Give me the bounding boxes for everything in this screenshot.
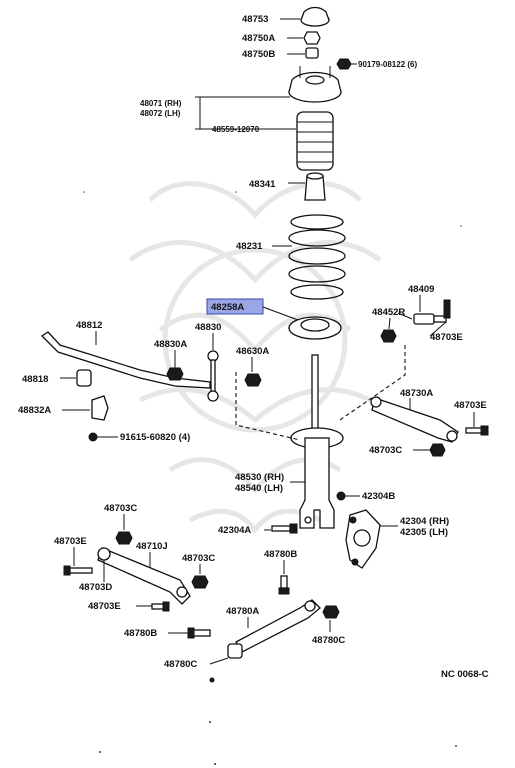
- part-48780c-bottom-nut[interactable]: [209, 677, 215, 683]
- label-42304a: 42304A: [218, 525, 251, 536]
- part-48730a-arm[interactable]: [370, 396, 459, 443]
- label-48703e-left: 48703E: [54, 536, 87, 547]
- label-42305: 42305 (LH): [400, 527, 448, 538]
- part-48703c-right-nut[interactable]: [429, 443, 446, 457]
- part-48780a-arm[interactable]: [227, 599, 321, 659]
- part-48703e-left-bolt[interactable]: [63, 565, 93, 576]
- label-48530: 48530 (RH): [235, 472, 284, 483]
- part-48750b-washer[interactable]: [305, 47, 319, 59]
- label-48818: 48818: [22, 374, 48, 385]
- part-42304a-bolt[interactable]: [271, 523, 298, 534]
- label-48540: 48540 (LH): [235, 483, 283, 494]
- part-48750a-nut[interactable]: [303, 31, 321, 45]
- speck: [214, 763, 216, 765]
- part-48559-bellows[interactable]: [296, 111, 334, 171]
- label-48730a: 48730A: [400, 388, 433, 399]
- label-48231: 48231: [236, 241, 263, 252]
- speck: [460, 225, 462, 227]
- part-48780c-right-nut[interactable]: [322, 605, 340, 619]
- label-48830: 48830: [195, 322, 221, 333]
- label-48750a: 48750A: [242, 33, 275, 44]
- speck: [455, 745, 457, 747]
- label-48812: 48812: [76, 320, 102, 331]
- dash-link-upper-arm: [339, 345, 406, 421]
- highlight-48258a: [206, 298, 264, 315]
- part-48780b-bottom-bolt[interactable]: [187, 627, 211, 639]
- label-48703e-upper-right: 48703E: [430, 332, 463, 343]
- label-48703c-mid: 48703C: [182, 553, 215, 564]
- part-48780b-top-bolt[interactable]: [278, 575, 290, 595]
- label-48703d: 48703D: [79, 582, 112, 593]
- label-48832a: 48832A: [18, 405, 51, 416]
- part-42304-knuckle[interactable]: [345, 509, 381, 569]
- label-48409: 48409: [408, 284, 434, 295]
- part-90179-nut[interactable]: [336, 58, 352, 70]
- speck: [83, 191, 85, 193]
- dash-link-stabilizer: [235, 372, 301, 441]
- label-48341: 48341: [249, 179, 276, 190]
- label-90179: 90179-08122 (6): [358, 60, 417, 69]
- label-42304b: 42304B: [362, 491, 395, 502]
- part-48258a-insulator[interactable]: [288, 316, 342, 340]
- label-91615: 91615-60820 (4): [120, 432, 190, 443]
- speck: [209, 721, 211, 723]
- label-48780c-right: 48780C: [312, 635, 345, 646]
- label-42304: 42304 (RH): [400, 516, 449, 527]
- part-48703e-right-bolt[interactable]: [465, 425, 489, 436]
- part-48630a-nut[interactable]: [244, 373, 262, 387]
- label-48703c-right: 48703C: [369, 445, 402, 456]
- label-48258a[interactable]: 48258A: [211, 302, 244, 313]
- label-48780b-bottom: 48780B: [124, 628, 157, 639]
- label-48452r: 48452R: [372, 307, 405, 318]
- part-48703e-bottom-bolt[interactable]: [151, 601, 170, 612]
- speck: [99, 751, 101, 753]
- part-91615-bolt[interactable]: [88, 432, 98, 442]
- part-48231-coil-spring[interactable]: [288, 214, 346, 300]
- part-48530-shock-absorber[interactable]: [290, 354, 344, 529]
- label-48780b-top: 48780B: [264, 549, 297, 560]
- part-48710j-arm[interactable]: [97, 547, 191, 605]
- label-48072: 48072 (LH): [140, 109, 181, 118]
- part-48409-bolt[interactable]: [413, 299, 451, 325]
- label-48630a: 48630A: [236, 346, 269, 357]
- part-48832a-bracket[interactable]: [91, 395, 109, 421]
- label-48710j: 48710J: [136, 541, 168, 552]
- part-48812-stabilizer-bar[interactable]: [40, 331, 211, 389]
- label-48753: 48753: [242, 14, 268, 25]
- part-48452r-nut[interactable]: [380, 329, 397, 343]
- label-48703e-right: 48703E: [454, 400, 487, 411]
- label-48830a-left: 48830A: [154, 339, 187, 350]
- diagram-code: NC 0068-C: [441, 669, 489, 680]
- label-48559: 48559-12070: [212, 125, 260, 134]
- part-48703c-mid-nut[interactable]: [191, 575, 209, 589]
- label-48703c-left: 48703C: [104, 503, 137, 514]
- part-42304b-bolt[interactable]: [336, 491, 346, 501]
- label-48703e-bottom: 48703E: [88, 601, 121, 612]
- label-48780a: 48780A: [226, 606, 259, 617]
- part-48818-bushing[interactable]: [76, 369, 92, 387]
- watermark-emblem: [128, 181, 382, 535]
- part-48341-bumper[interactable]: [304, 172, 326, 201]
- label-48071: 48071 (RH): [140, 99, 182, 108]
- part-48703c-left-nut[interactable]: [115, 531, 133, 545]
- part-48830a-nut[interactable]: [166, 367, 184, 381]
- label-48750b: 48750B: [242, 49, 275, 60]
- label-48780c-bottom: 48780C: [164, 659, 197, 670]
- part-48830-link[interactable]: [207, 350, 219, 402]
- part-48071-support[interactable]: [288, 66, 342, 103]
- speck: [235, 191, 237, 193]
- part-48753-cap[interactable]: [300, 6, 330, 27]
